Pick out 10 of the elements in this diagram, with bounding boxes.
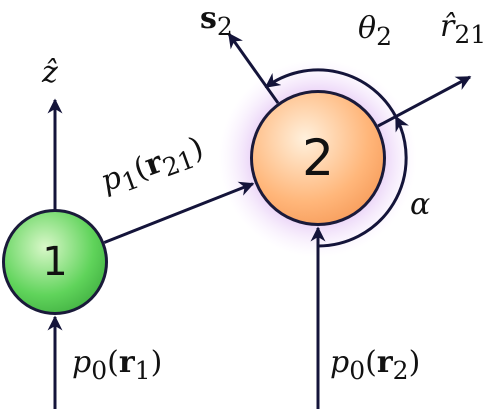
particle-number: 2 (302, 129, 334, 187)
arrow (48, 316, 62, 409)
vector-label: s$_{2}$ (200, 4, 233, 39)
arrow (310, 226, 326, 409)
vector-label: r̂$_{21}$ (440, 12, 486, 47)
arrow (104, 182, 254, 244)
particle-number: 1 (42, 239, 68, 285)
angle-label: α (410, 190, 430, 220)
axis-label: ẑ (42, 58, 58, 88)
angle-label: θ$_{2}$ (358, 14, 392, 49)
